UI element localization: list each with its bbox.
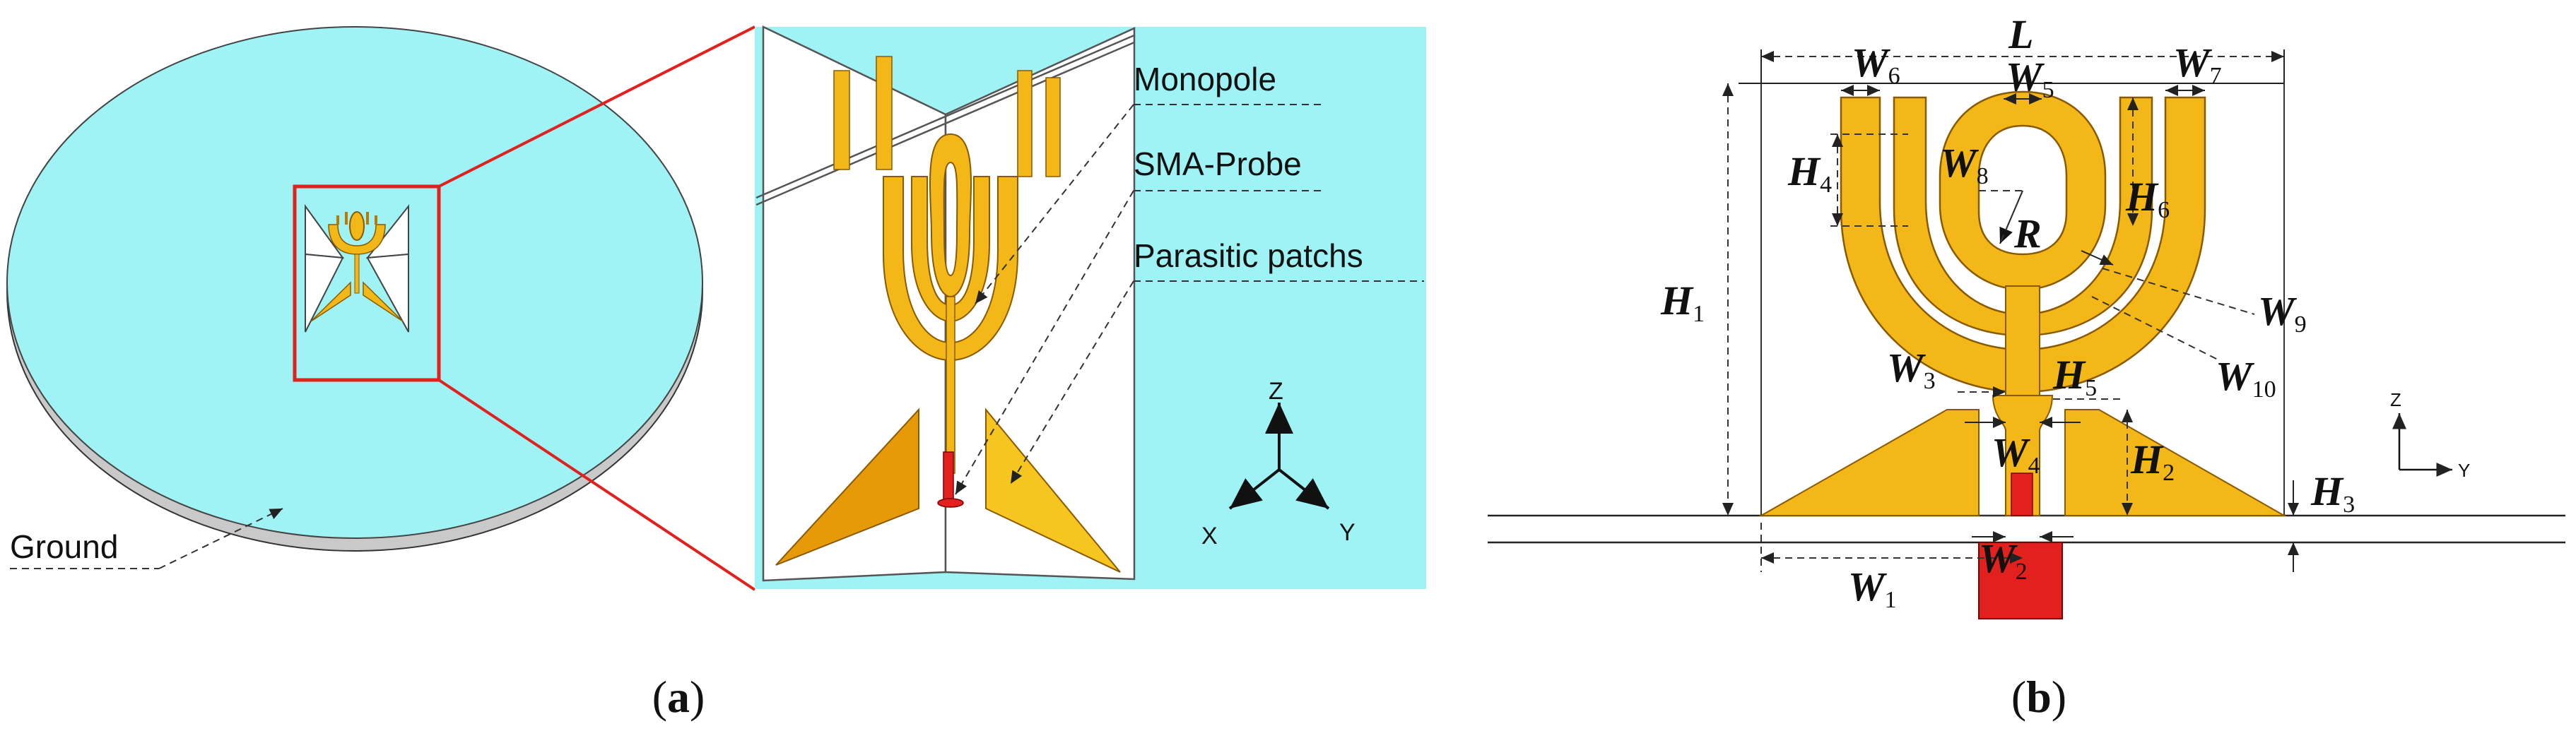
- sma-probe-callout: SMA-Probe: [955, 145, 1322, 495]
- dim-W2: W2: [1979, 535, 2028, 585]
- monopole-2d-middle: [1893, 96, 2153, 337]
- monopole-loop: [929, 133, 972, 298]
- dim-H1: H1: [1660, 278, 1705, 327]
- ground-label-group: Ground: [10, 508, 283, 569]
- parasitic-callout: Parasitic patchs: [1010, 237, 1424, 485]
- axis-2d-z-label: Z: [2390, 389, 2401, 410]
- panel-a: Ground: [6, 25, 756, 591]
- parasitic-right-2d: [2064, 409, 2287, 516]
- zoom-indicator: [293, 25, 756, 591]
- axis-y-label: Y: [1339, 519, 1355, 546]
- monopole-feed-line: [946, 296, 955, 474]
- feed-line-2d: [2005, 285, 2040, 396]
- dim-H5: H5: [2052, 352, 2097, 401]
- dim-W4: W4: [1992, 429, 2040, 479]
- dim-H4: H4: [1787, 148, 1832, 198]
- monopole-2d-outer: [1840, 96, 2206, 393]
- dim-W8: W8: [1940, 140, 1989, 189]
- monopole-middle-arm: [911, 176, 990, 323]
- dim-L: L: [2008, 11, 2033, 57]
- axis-z-label: Z: [1269, 378, 1283, 405]
- antenna-small-view: [305, 203, 409, 333]
- ground-label: Ground: [10, 528, 118, 565]
- dim-H2: H2: [2130, 436, 2175, 486]
- axis-x-label: X: [1201, 523, 1218, 549]
- dimension-lines: [1722, 49, 2299, 572]
- monopole-outer-arm: [883, 176, 1018, 362]
- caption-b: (b): [2011, 672, 2066, 722]
- dim-H6: H6: [2125, 174, 2170, 223]
- dim-W7: W7: [2173, 40, 2222, 89]
- sma-probe: [943, 451, 954, 504]
- monopole-label: Monopole: [1134, 61, 1276, 97]
- parasitic-left-2d: [1758, 409, 1980, 516]
- dim-W3: W3: [1887, 345, 1936, 394]
- probe-2d: [2011, 473, 2033, 516]
- dim-H3: H3: [2310, 468, 2355, 518]
- sma-probe-label: SMA-Probe: [1134, 145, 1302, 182]
- dim-R: R: [2013, 210, 2042, 256]
- zoomed-antenna-view: Monopole SMA-Probe Parasitic patchs Z X …: [755, 25, 1426, 589]
- caption-a: (a): [652, 672, 705, 722]
- parasitic-patch-right: [985, 408, 1121, 573]
- dim-W9: W9: [2258, 288, 2307, 338]
- parasitic-patch-left: [775, 408, 919, 566]
- axes-3d: Z X Y: [1201, 378, 1355, 549]
- dim-W5: W5: [2006, 54, 2054, 103]
- parasitic-label: Parasitic patchs: [1134, 237, 1363, 274]
- dim-W6: W6: [1852, 40, 1900, 89]
- panel-b: L W6 W5 W7 H4 W8 H6 R H1 W9 W10 W3 H5 W4…: [1488, 11, 2565, 619]
- feed-junction-2d: [1992, 395, 2054, 516]
- axis-2d-y-label: Y: [2458, 460, 2470, 481]
- axes-2d: Z Y: [2390, 389, 2470, 481]
- dim-W1: W1: [1848, 564, 1897, 613]
- monopole-callout: Monopole: [975, 61, 1322, 304]
- dim-W10: W10: [2216, 353, 2276, 403]
